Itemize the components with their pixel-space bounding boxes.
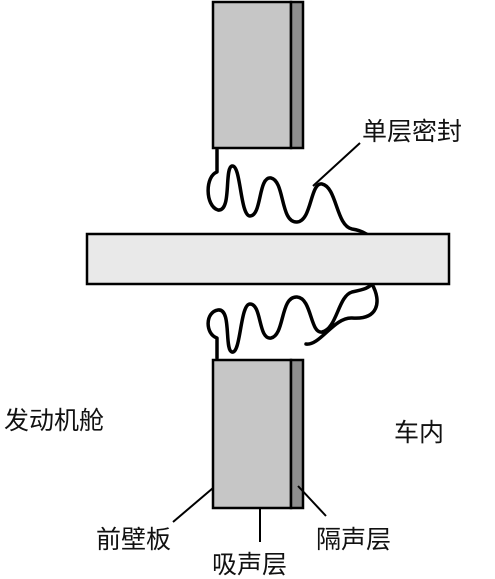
lower-panel-absorbing-layer — [211, 358, 293, 510]
label-sound-absorbing-layer: 吸声层 — [212, 550, 287, 579]
upper-panel-absorbing-layer — [211, 0, 293, 150]
leader-single-seal — [312, 142, 361, 187]
label-cabin-interior: 车内 — [394, 418, 444, 447]
label-engine-compartment: 发动机舱 — [4, 406, 104, 435]
upper-panel-insulating-layer — [289, 0, 305, 150]
label-front-wall-panel: 前壁板 — [96, 525, 171, 554]
leader-sound-insulating-layer — [297, 485, 327, 517]
upper-panel — [211, 0, 305, 150]
leader-front-wall-panel — [172, 487, 214, 523]
lower-panel-insulating-layer — [289, 358, 305, 510]
upper-seal-wave — [206, 148, 374, 238]
label-single-seal: 单层密封 — [362, 117, 462, 146]
lower-panel — [211, 358, 305, 510]
shaft-rod — [85, 232, 451, 286]
label-sound-insulating-layer: 隔声层 — [316, 525, 391, 554]
lower-seal-wave — [206, 282, 379, 360]
